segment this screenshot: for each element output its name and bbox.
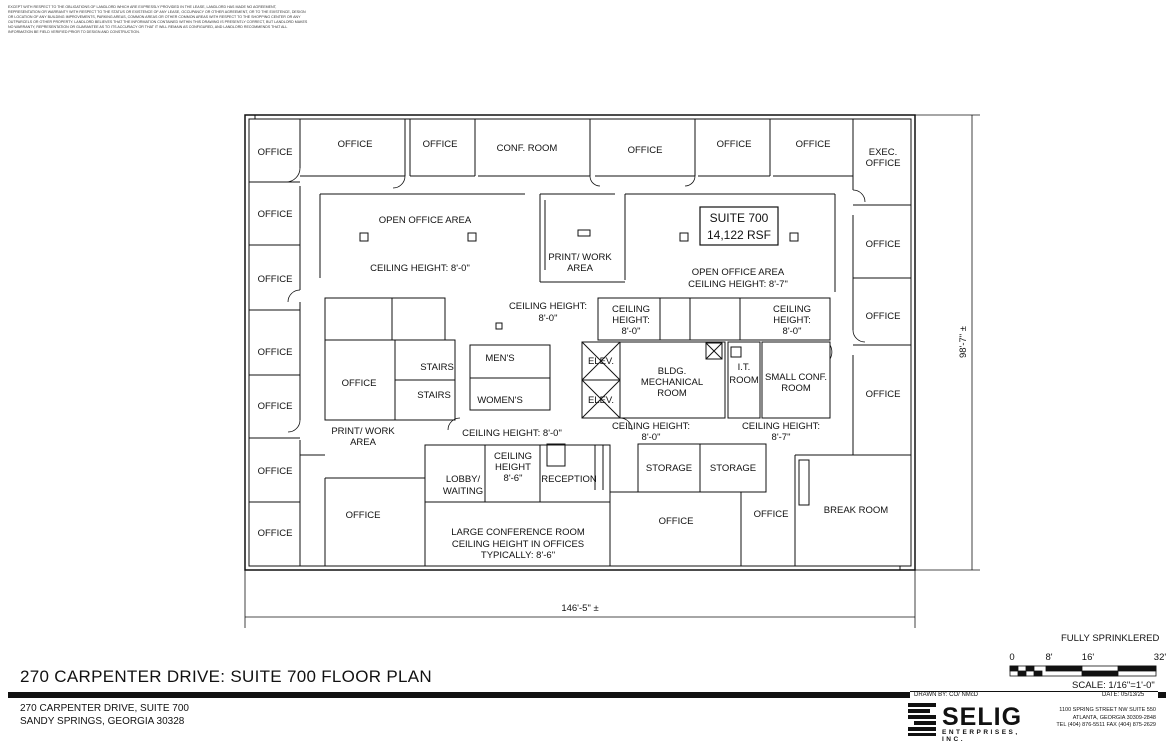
office-label-mid: OFFICE bbox=[342, 378, 377, 389]
large-conf-label-1: LARGE CONFERENCE ROOM bbox=[451, 527, 585, 538]
ceiling-height-right: CEILING HEIGHT: 8'-7" bbox=[688, 279, 788, 290]
ceiling-center-value: 8'-0" bbox=[539, 313, 558, 324]
mechanical-label-1: BLDG. bbox=[658, 366, 687, 377]
small-conf-label-2: ROOM bbox=[781, 383, 811, 394]
ceiling-box2-value: 8'-0" bbox=[783, 326, 802, 337]
ceiling-center-label: CEILING HEIGHT: bbox=[509, 301, 587, 312]
office-label-lower-left: OFFICE bbox=[346, 510, 381, 521]
scale-tick-0: 0 bbox=[1009, 652, 1014, 663]
office-label-top-2: OFFICE bbox=[423, 139, 458, 150]
ceiling-corridor-2-label: CEILING HEIGHT: bbox=[612, 421, 690, 432]
suite-label: SUITE 700 bbox=[710, 211, 769, 225]
ceiling-height-left: CEILING HEIGHT: 8'-0" bbox=[370, 263, 470, 274]
stairs-label-1: STAIRS bbox=[420, 362, 454, 373]
mens-room-label: MEN'S bbox=[485, 353, 514, 364]
exec-office-label-2: OFFICE bbox=[866, 158, 901, 169]
it-room-label-1: I.T. bbox=[738, 362, 751, 373]
office-label-left-2: OFFICE bbox=[258, 209, 293, 220]
height-dimension: 98'-7" ± bbox=[958, 326, 969, 358]
suite-area: 14,122 RSF bbox=[707, 228, 771, 242]
office-label-left-4: OFFICE bbox=[258, 347, 293, 358]
logo-name: SELIG bbox=[942, 703, 1023, 731]
print-work-label-2: AREA bbox=[567, 263, 594, 274]
mechanical-label-3: ROOM bbox=[657, 388, 687, 399]
office-label-lower-center: OFFICE bbox=[659, 516, 694, 527]
scale-label: SCALE: 1/16"=1'-0" bbox=[1072, 680, 1155, 691]
lobby-label-2: WAITING bbox=[443, 486, 483, 497]
office-label-top-3: OFFICE bbox=[628, 145, 663, 156]
contact-block: 1100 SPRING STREET NW SUITE 550 ATLANTA,… bbox=[1044, 707, 1156, 730]
ceiling-box2-label: CEILING bbox=[773, 304, 811, 315]
womens-room-label: WOMEN'S bbox=[477, 395, 523, 406]
suite-label-box bbox=[699, 206, 779, 246]
it-room-label-2: ROOM bbox=[729, 375, 759, 386]
ceiling-corridor-3-label: CEILING HEIGHT: bbox=[742, 421, 820, 432]
large-conf-label-2: CEILING HEIGHT IN OFFICES bbox=[452, 539, 584, 550]
ceiling-box1-value: 8'-0" bbox=[622, 326, 641, 337]
ceiling-lobby-value: 8'-6" bbox=[504, 473, 523, 484]
contact-line-2: ATLANTA, GEORGIA 30309-2848 bbox=[1072, 714, 1156, 721]
ceiling-box1-label: CEILING bbox=[612, 304, 650, 315]
stairs-label-2: STAIRS bbox=[417, 390, 451, 401]
ceiling-corridor-3-value: 8'-7" bbox=[772, 432, 791, 443]
address-line-1: 270 CARPENTER DRIVE, SUITE 700 bbox=[20, 703, 189, 714]
ceiling-lobby-label-1: CEILING bbox=[494, 451, 532, 462]
office-label-left-5: OFFICE bbox=[258, 401, 293, 412]
office-label-top-4: OFFICE bbox=[717, 139, 752, 150]
disclaimer-text: EXCEPT WITH RESPECT TO THE OBLIGATIONS O… bbox=[8, 5, 308, 34]
reception-label: RECEPTION bbox=[541, 474, 597, 485]
ceiling-corridor-2-value: 8'-0" bbox=[642, 432, 661, 443]
exec-office-label-1: EXEC. bbox=[869, 147, 898, 158]
mechanical-label-2: MECHANICAL bbox=[641, 377, 703, 388]
office-label-right-1: OFFICE bbox=[866, 239, 901, 250]
office-label-left-1: OFFICE bbox=[258, 147, 293, 158]
office-label-lower-right: OFFICE bbox=[754, 509, 789, 520]
storage-label-2: STORAGE bbox=[710, 463, 756, 474]
office-label-right-3: OFFICE bbox=[866, 389, 901, 400]
drawn-by-box: DRAWN BY: CO/ NMcD DATE: 05/13/25 bbox=[910, 691, 1158, 700]
selig-logo-icon bbox=[908, 703, 936, 736]
office-label-top-5: OFFICE bbox=[796, 139, 831, 150]
ceiling-box1-label2: HEIGHT: bbox=[612, 315, 649, 326]
width-dimension: 146'-5" ± bbox=[561, 603, 598, 614]
office-label-left-7: OFFICE bbox=[258, 528, 293, 539]
drawing-date: DATE: 05/13/25 bbox=[1102, 692, 1145, 698]
large-conf-label-3: TYPICALLY: 8'-6" bbox=[481, 550, 555, 561]
conf-room-label: CONF. ROOM bbox=[497, 143, 558, 154]
elevator-label-1: ELEV. bbox=[588, 356, 614, 367]
contact-line-3: TEL (404) 876-5511 FAX (404) 875-2629 bbox=[1056, 722, 1156, 728]
office-label-right-2: OFFICE bbox=[866, 311, 901, 322]
print-work-label-1: PRINT/ WORK bbox=[548, 252, 612, 263]
small-conf-label-1: SMALL CONF. bbox=[765, 372, 827, 383]
ceiling-box2-label2: HEIGHT: bbox=[773, 315, 810, 326]
elevator-label-2: ELEV. bbox=[588, 395, 614, 406]
office-label-left-3: OFFICE bbox=[258, 274, 293, 285]
scale-tick-32: 32' bbox=[1154, 652, 1167, 663]
ceiling-lobby-label-2: HEIGHT bbox=[495, 462, 531, 473]
scale-tick-16: 16' bbox=[1082, 652, 1095, 663]
contact-line-1: 1100 SPRING STREET NW SUITE 550 bbox=[1059, 707, 1156, 713]
scale-tick-8: 8' bbox=[1045, 652, 1052, 663]
drawn-by: DRAWN BY: CO/ NMcD bbox=[914, 692, 979, 698]
print-work-lower-2: AREA bbox=[350, 437, 377, 448]
office-label-left-6: OFFICE bbox=[258, 466, 293, 477]
office-label-top-1: OFFICE bbox=[338, 139, 373, 150]
lobby-label-1: LOBBY/ bbox=[446, 474, 481, 485]
logo-subtitle: ENTERPRISES, INC. bbox=[942, 729, 1020, 743]
open-office-label-right: OPEN OFFICE AREA bbox=[692, 267, 785, 278]
print-work-lower-1: PRINT/ WORK bbox=[331, 426, 395, 437]
address-line-2: SANDY SPRINGS, GEORGIA 30328 bbox=[20, 716, 185, 727]
selig-logo: SELIG ENTERPRISES, INC. bbox=[906, 700, 1038, 743]
break-room-label: BREAK ROOM bbox=[824, 505, 888, 516]
page-title: 270 CARPENTER DRIVE: SUITE 700 FLOOR PLA… bbox=[20, 667, 432, 686]
address-block: 270 CARPENTER DRIVE, SUITE 700 SANDY SPR… bbox=[20, 702, 189, 728]
sprinkler-note: FULLY SPRINKLERED bbox=[1061, 633, 1160, 644]
ceiling-corridor-1: CEILING HEIGHT: 8'-0" bbox=[462, 428, 562, 439]
storage-label-1: STORAGE bbox=[646, 463, 692, 474]
open-office-label-left: OPEN OFFICE AREA bbox=[379, 215, 472, 226]
title-divider bbox=[8, 692, 1166, 698]
